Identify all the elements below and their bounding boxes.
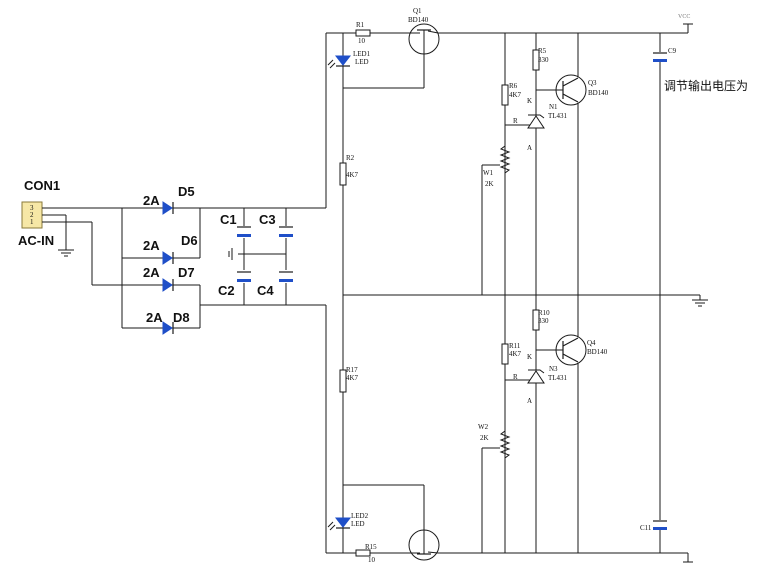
c1-label: C1 [220,212,237,227]
c3-label: C3 [259,212,276,227]
n1-pin-a: A [527,144,533,152]
capacitor-c1-icon [237,226,251,237]
vcc-symbol-icon [683,23,693,33]
pin-label: 1 [30,218,34,226]
resistor-r6-icon [501,84,509,106]
transistor-q4-icon [536,334,587,366]
transistor-q2-icon [343,484,440,561]
r10-value: 330 [538,317,549,325]
w2-value: 2K [480,434,489,442]
capacitor-c4-icon [279,271,293,282]
q4-part: BD140 [587,348,608,356]
r5-ref: R5 [538,47,547,55]
capacitor-c11-icon [653,520,667,530]
capacitor-c9-icon [653,52,667,62]
regulator-n3-icon [527,369,545,384]
q3-ref: Q3 [588,79,597,87]
r15-ref: R15 [365,543,377,551]
r6-ref: R6 [509,82,518,90]
r11-ref: R11 [509,342,521,350]
vcc-label: VCC [678,14,691,20]
ground-icon [58,249,74,257]
led1-type: LED [355,58,369,66]
ground-icon [228,248,244,260]
d6-ref: D6 [181,233,198,248]
resistor-r2-icon [339,162,347,186]
r15-value: 10 [368,556,375,564]
potentiometer-w2-icon [499,425,511,465]
resistor-r11-icon [501,343,509,365]
q1-part: BD140 [408,16,429,24]
led1-ref: LED1 [353,50,371,58]
d8-ref: D8 [173,310,190,325]
capacitor-c3-icon [279,226,293,237]
output-voltage-note: 调节输出电压为 [664,79,749,93]
led2-icon [327,517,352,531]
n3-pin-k: K [527,353,533,361]
c2-label: C2 [218,283,235,298]
c4-label: C4 [257,283,274,298]
d8-value: 2A [146,310,163,325]
q4-ref: Q4 [587,339,596,347]
led2-ref: LED2 [351,512,369,520]
n1-part: TL431 [548,112,568,120]
ground-icon [692,295,708,307]
diode-d8-icon [162,321,174,335]
led1-icon [327,55,352,69]
diode-d7-icon [162,278,174,292]
con1-label: CON1 [24,178,61,193]
d5-value: 2A [143,193,160,208]
resistor-r1-icon [355,29,371,37]
r6-value: 4K7 [509,91,522,99]
c11-label: C11 [640,524,652,532]
n1-pin-k: K [527,97,533,105]
n3-pin-a: A [527,397,533,405]
r2-value: 4K7 [346,171,359,179]
resistor-r17-icon [339,369,347,393]
vee-symbol-icon [683,553,693,563]
r10-ref: R10 [538,309,550,317]
n1-pin-r: R [513,117,518,125]
capacitor-c2-icon [237,271,251,282]
q3-part: BD140 [588,89,609,97]
n3-pin-r: R [513,373,518,381]
pin-label: 3 [30,204,34,212]
led2-type: LED [351,520,365,528]
r17-ref: R17 [346,366,358,374]
r17-value: 4K7 [346,374,359,382]
n3-part: TL431 [548,374,568,382]
r2-ref: R2 [346,154,355,162]
n1-ref: N1 [549,103,558,111]
transistor-q1-icon [343,23,440,89]
d7-value: 2A [143,265,160,280]
regulator-n1-icon [527,114,545,129]
r5-value: 330 [538,56,549,64]
d6-value: 2A [143,238,160,253]
pin-label: 2 [30,211,34,219]
w2-ref: W2 [478,423,489,431]
c9-label: C9 [668,47,677,55]
r1-ref: R1 [356,21,365,29]
r1-value: 10 [358,37,365,45]
w1-value: 2K [485,180,494,188]
transistor-q3-icon [536,74,587,106]
ac-in-label: AC-IN [18,233,55,248]
d5-ref: D5 [178,184,195,199]
n3-ref: N3 [549,365,558,373]
w1-ref: W1 [483,169,494,177]
diode-d5-icon [162,201,174,215]
resistor-r10-icon [532,309,540,331]
resistor-r15-icon [355,549,371,557]
q1-ref: Q1 [413,7,422,15]
potentiometer-w1-icon [499,140,511,180]
d7-ref: D7 [178,265,195,280]
resistor-r5-icon [532,49,540,71]
r11-value: 4K7 [509,350,522,358]
diode-d6-icon [162,251,174,265]
